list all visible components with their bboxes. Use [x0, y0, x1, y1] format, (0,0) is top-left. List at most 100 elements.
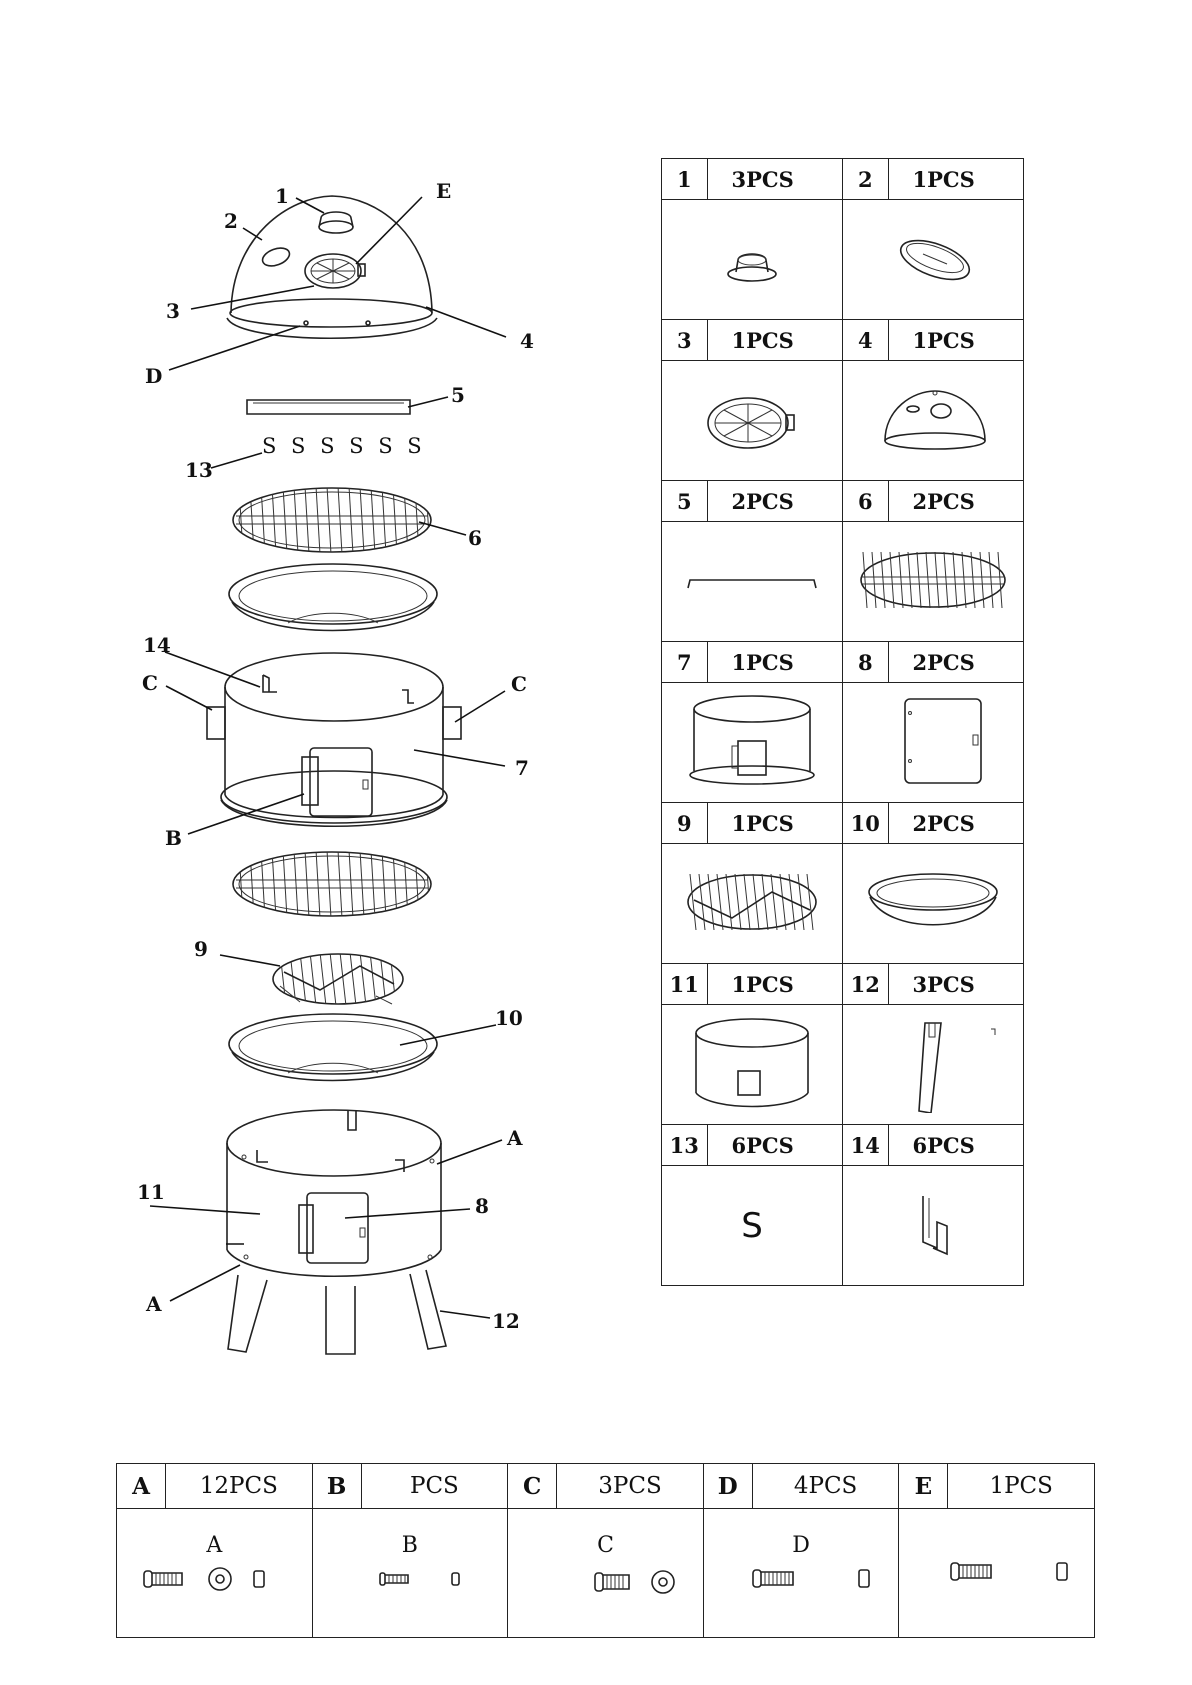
part-2-qty: 1PCS [888, 159, 1024, 200]
part-9-number: 9 [662, 803, 708, 844]
fire-bowl-drawing [227, 1110, 446, 1354]
hardware-d-qty: 4PCS [752, 1464, 899, 1509]
grate-bar [272, 850, 276, 918]
hardware-d-image: D [703, 1509, 899, 1638]
grate-bar [360, 486, 364, 554]
grate-bar [415, 850, 419, 918]
hardware-list-table: A 12PCS B PCS C 3PCS D 4PCS E 1PCS A B C… [116, 1463, 1095, 1638]
part-3-number: 3 [662, 320, 708, 361]
grate-bar [360, 952, 366, 1006]
hardware-c-image: C [508, 1509, 704, 1638]
part-11-image [662, 1005, 843, 1125]
hardware-b-image: B [312, 1509, 508, 1638]
callout-12: 12 [492, 1309, 520, 1333]
grate-bar [690, 874, 696, 930]
grate-bar [400, 952, 406, 1006]
grate-bar [735, 874, 741, 930]
grate-bar [310, 952, 316, 1006]
s-hook-icon: S [741, 1206, 763, 1246]
callout-10: 10 [495, 1006, 523, 1030]
callout-6: 6 [468, 526, 482, 550]
hardware-d-letter: D [703, 1464, 752, 1509]
fire-bowl-icon [662, 1013, 842, 1113]
part-9-image [662, 844, 843, 964]
grate-bar [780, 874, 786, 930]
handle-bar-drawing [247, 400, 410, 414]
hardware-a-label: A [117, 1533, 312, 1558]
grate-bar [744, 874, 750, 930]
callout-11: 11 [137, 1180, 165, 1204]
part-8-image [843, 683, 1024, 803]
hardware-c-letter: C [508, 1464, 557, 1509]
part-14-number: 14 [843, 1125, 889, 1166]
grate-bar [327, 486, 331, 554]
bolt-washer-icon [515, 1558, 695, 1602]
grate-bar [250, 850, 254, 918]
grate-bar [349, 486, 353, 554]
grate-bar [228, 486, 232, 554]
part-3-image [662, 361, 843, 481]
grate-bar [349, 850, 353, 918]
bolt-nut-icon [711, 1558, 891, 1598]
part-13-number: 13 [662, 1125, 708, 1166]
part-12-number: 12 [843, 964, 889, 1005]
callout-8: 8 [475, 1194, 489, 1218]
grate-bar [404, 486, 408, 554]
part-7-image [662, 683, 843, 803]
grate-bar [294, 850, 298, 918]
grate-bar [415, 486, 419, 554]
part-6-number: 6 [843, 481, 889, 522]
part-6-image [843, 522, 1024, 642]
grate-bar [305, 850, 309, 918]
charcoal-grate-icon [662, 862, 842, 942]
part-10-qty: 2PCS [888, 803, 1024, 844]
part-4-qty: 1PCS [888, 320, 1024, 361]
callout-2: 2 [224, 209, 238, 233]
part-7-qty: 1PCS [707, 642, 843, 683]
grate-bar [371, 486, 375, 554]
lower-grate-drawing [228, 850, 431, 918]
grate-bar [872, 552, 876, 608]
grate-bar [280, 952, 286, 1006]
bracket-icon [843, 1184, 1023, 1264]
grate-bar [404, 850, 408, 918]
grate-bar [340, 952, 346, 1006]
part-2-number: 2 [843, 159, 889, 200]
hardware-c-qty: 3PCS [557, 1464, 704, 1509]
grate-bar [320, 952, 326, 1006]
leader-lines [150, 197, 506, 1318]
grate-bar [330, 952, 336, 1006]
s-hooks-row: S S S S S S [262, 434, 426, 458]
parts-list-table: 1 3PCS 2 1PCS 3 1PCS 4 1PCS 5 2PCS 6 2PC… [661, 158, 1024, 1286]
hardware-e-qty: 1PCS [948, 1464, 1095, 1509]
part-9-qty: 1PCS [707, 803, 843, 844]
leg-icon [843, 1013, 1023, 1113]
hardware-a-image: A [117, 1509, 313, 1638]
callout-5: 5 [451, 383, 465, 407]
grate-bar [935, 552, 939, 608]
charcoal-grate-drawing [270, 952, 406, 1006]
hardware-c-label: C [508, 1533, 703, 1558]
part-8-qty: 2PCS [888, 642, 1024, 683]
handle-bar-icon [662, 540, 842, 620]
lid-icon [843, 379, 1023, 459]
callout-a-top: A [506, 1126, 523, 1150]
grate-bar [917, 552, 921, 608]
grate-bar [316, 850, 320, 918]
grate-bar [771, 874, 777, 930]
callout-9: 9 [194, 937, 208, 961]
grate-bar [294, 486, 298, 554]
hardware-b-label: B [313, 1533, 508, 1558]
part-1-qty: 3PCS [707, 159, 843, 200]
grate-bar [270, 952, 276, 1006]
part-5-number: 5 [662, 481, 708, 522]
part-1-image [662, 200, 843, 320]
grate-bar [962, 552, 966, 608]
part-13-qty: 6PCS [707, 1125, 843, 1166]
middle-body-icon [662, 691, 842, 791]
cooking-grate-drawing [228, 486, 431, 554]
lid-drawing [227, 196, 437, 338]
vent-damper-icon [662, 379, 842, 459]
bolt-nut-icon [320, 1558, 500, 1598]
part-13-image: S [662, 1166, 843, 1286]
